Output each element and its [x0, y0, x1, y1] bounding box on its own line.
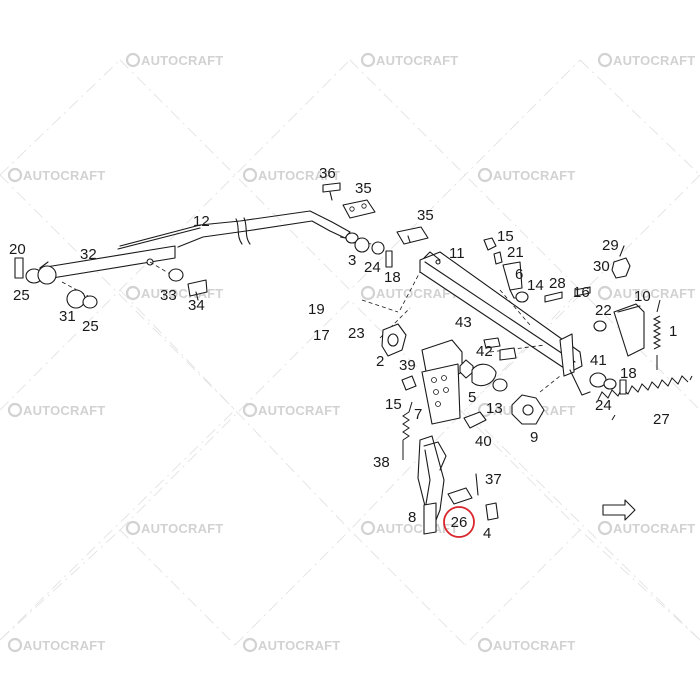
part-label-41: 41	[590, 352, 607, 369]
part-label-35b: 35	[417, 207, 434, 224]
watermark-text: AUTOCRAFT	[258, 638, 340, 653]
part-label-37: 37	[485, 471, 502, 488]
right-hardware-drawing	[483, 237, 693, 521]
part-label-3: 3	[348, 252, 356, 269]
watermark-text: AUTOCRAFT	[493, 638, 575, 653]
part-label-28: 28	[549, 275, 566, 292]
part-label-27: 27	[653, 411, 670, 428]
watermark-layer	[0, 59, 700, 646]
watermark-text: AUTOCRAFT	[23, 403, 105, 418]
part-label-15a: 15	[497, 228, 514, 245]
part-label-32: 32	[80, 246, 97, 263]
part-label-29: 29	[602, 237, 619, 254]
watermark-text: AUTOCRAFT	[258, 168, 340, 183]
watermark-logo: AUTOCRAFT	[597, 52, 695, 68]
part-label-7: 7	[414, 406, 422, 423]
part-label-19: 19	[308, 301, 325, 318]
part-label-21: 21	[507, 244, 524, 261]
watermark-logo: AUTOCRAFT	[125, 520, 223, 536]
bar-11-drawing	[361, 251, 591, 396]
watermark-logo: AUTOCRAFT	[477, 637, 575, 653]
watermark-logo: AUTOCRAFT	[360, 520, 458, 536]
highlight-circle	[443, 506, 475, 538]
part-label-14: 14	[527, 277, 544, 294]
lever-8-drawing	[402, 401, 499, 535]
watermark-text: AUTOCRAFT	[23, 638, 105, 653]
watermark-text: AUTOCRAFT	[23, 168, 105, 183]
part-label-17: 17	[313, 327, 330, 344]
part-label-31: 31	[59, 308, 76, 325]
part-label-20: 20	[9, 241, 26, 258]
watermark-logo: AUTOCRAFT	[242, 167, 340, 183]
watermark-logo: AUTOCRAFT	[360, 285, 458, 301]
clamp-assembly-drawing	[381, 323, 545, 429]
watermark-text: AUTOCRAFT	[493, 168, 575, 183]
watermark-logo: AUTOCRAFT	[7, 167, 105, 183]
watermark-text: AUTOCRAFT	[376, 53, 458, 68]
watermark-logo: AUTOCRAFT	[360, 52, 458, 68]
watermark-text: AUTOCRAFT	[141, 53, 223, 68]
part-label-25b: 25	[82, 318, 99, 335]
watermark-logo: AUTOCRAFT	[477, 167, 575, 183]
part-label-6: 6	[515, 266, 523, 283]
part-label-24b: 24	[595, 397, 612, 414]
part-label-18a: 18	[384, 269, 401, 286]
part-label-8: 8	[408, 509, 416, 526]
part-label-2: 2	[376, 353, 384, 370]
part-label-12: 12	[193, 213, 210, 230]
part-label-24a: 24	[364, 259, 381, 276]
watermark-logo: AUTOCRAFT	[7, 637, 105, 653]
part-label-13: 13	[486, 400, 503, 417]
watermark-logo: AUTOCRAFT	[125, 52, 223, 68]
part-label-38: 38	[373, 454, 390, 471]
part-label-25a: 25	[13, 287, 30, 304]
watermark-logo: AUTOCRAFT	[242, 402, 340, 418]
part-label-40: 40	[475, 433, 492, 450]
part-label-16: 16	[573, 284, 590, 301]
watermark-logo: AUTOCRAFT	[597, 520, 695, 536]
watermark-text: AUTOCRAFT	[141, 286, 223, 301]
part-label-34: 34	[188, 297, 205, 314]
watermark-logo: AUTOCRAFT	[597, 285, 695, 301]
part-label-9: 9	[530, 429, 538, 446]
part-label-11: 11	[449, 245, 465, 262]
highlighted-part-26[interactable]: 26	[443, 506, 475, 538]
part-label-15b: 15	[385, 396, 402, 413]
part-label-26: 26	[451, 514, 468, 531]
watermark-text: AUTOCRAFT	[613, 521, 695, 536]
part-label-35a: 35	[355, 180, 372, 197]
watermark-text: AUTOCRAFT	[376, 521, 458, 536]
watermark-text: AUTOCRAFT	[613, 286, 695, 301]
part-label-22: 22	[595, 302, 612, 319]
plate-35-drawing	[322, 182, 429, 268]
part-label-10: 10	[634, 288, 651, 305]
part-label-1: 1	[669, 323, 677, 340]
part-label-36: 36	[319, 165, 336, 182]
part-label-43: 43	[455, 314, 472, 331]
watermark-text: AUTOCRAFT	[613, 53, 695, 68]
watermark-logo: AUTOCRAFT	[7, 402, 105, 418]
part-label-23: 23	[348, 325, 365, 342]
part-label-33: 33	[160, 287, 177, 304]
part-label-4: 4	[483, 525, 491, 542]
part-label-39: 39	[399, 357, 416, 374]
part-label-5: 5	[468, 389, 476, 406]
watermark-logo: AUTOCRAFT	[242, 637, 340, 653]
left-hardware-drawing	[14, 257, 208, 309]
part-label-30: 30	[593, 258, 610, 275]
part-labels: 1 2 3 4 5 6 7 8 9 10 11 12 13 14 15 15 1…	[9, 165, 677, 542]
watermark-logos: AUTOCRAFT AUTOCRAFT AUTOCRAFT AUTOCRAFT …	[7, 52, 695, 653]
watermark-text: AUTOCRAFT	[258, 403, 340, 418]
watermark-text: AUTOCRAFT	[376, 286, 458, 301]
part-label-42: 42	[476, 343, 493, 360]
part-label-18b: 18	[620, 365, 637, 382]
watermark-text: AUTOCRAFT	[141, 521, 223, 536]
